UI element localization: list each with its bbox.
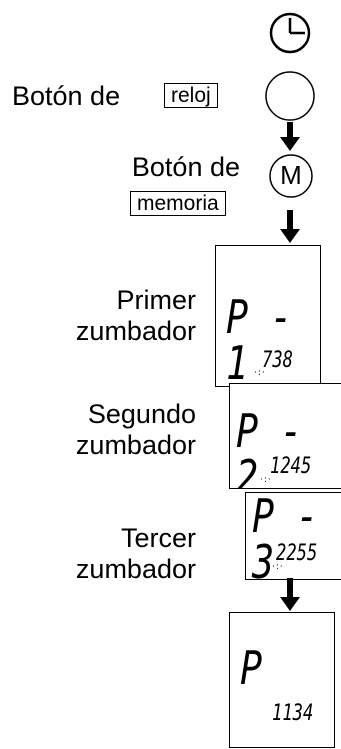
lcd-2-dots: ·:· <box>260 475 272 485</box>
clock-button-boxed-word: reloj <box>164 83 218 108</box>
flow-arrow <box>280 578 300 611</box>
memory-button-label: Botón de <box>131 152 240 182</box>
lcd-display-2: P - 2 1245 ·:· <box>229 383 341 489</box>
lcd-display-final: P 1134 <box>229 612 335 748</box>
display-2-label-line2: zumbador <box>75 430 196 460</box>
display-2-label-line1: Segundo <box>87 399 196 429</box>
lcd-2-time: 1245 <box>270 454 312 479</box>
display-1-label-line1: Primer <box>116 285 197 315</box>
memory-button[interactable] <box>268 153 314 199</box>
lcd-1-time: 738 <box>262 348 294 373</box>
clock-icon <box>269 12 311 54</box>
lcd-final-program-letter: P <box>240 641 263 695</box>
display-1-label-line2: zumbador <box>75 316 196 346</box>
clock-button[interactable] <box>264 70 316 122</box>
display-3-label-line1: Tercer <box>120 523 196 553</box>
clock-button-label: Botón de <box>12 81 121 111</box>
lcd-1-program-number: P - 1 <box>226 290 293 387</box>
lcd-final-time: 1134 <box>272 701 314 726</box>
display-3-label-line2: zumbador <box>75 554 196 584</box>
lcd-1-dots: ·:· <box>254 368 266 378</box>
lcd-3-program-number: P - 3 <box>252 492 319 580</box>
memory-button-symbol: M <box>280 160 302 190</box>
lcd-display-3: P - 3 2255 ·:· <box>245 492 341 580</box>
flow-arrow <box>280 210 300 243</box>
lcd-3-dots: ·:· <box>272 562 284 572</box>
lcd-2-program-number: P - 2 <box>236 404 303 489</box>
lcd-display-1: P - 1 738 ·:· <box>215 245 321 387</box>
lcd-3-time: 2255 <box>276 541 318 566</box>
memory-button-boxed-word: memoria <box>130 191 226 216</box>
flow-arrow <box>280 122 300 151</box>
